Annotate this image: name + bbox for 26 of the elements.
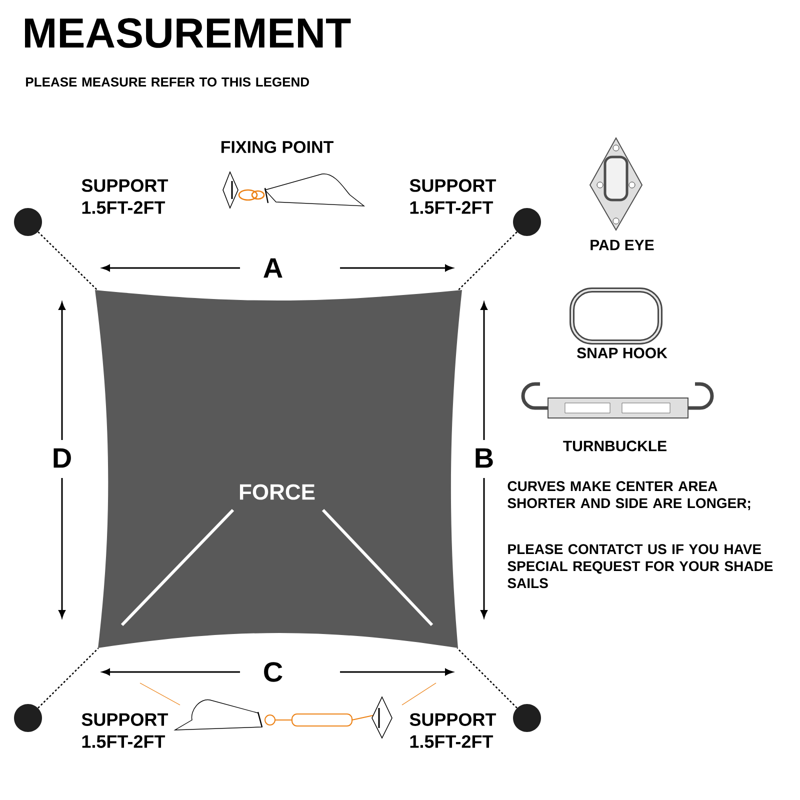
dotted-line — [456, 648, 518, 708]
dotted-line — [38, 231, 98, 290]
node-label: SNAP HOOK — [577, 348, 668, 358]
title: MEASUREMENT — [25, 18, 351, 48]
fixing-point-figure: FIXING POINT — [221, 140, 364, 210]
shade-sail: FORCE — [95, 290, 462, 648]
post-circle — [513, 704, 541, 732]
dotted-line — [38, 648, 99, 708]
node-label: PAD EYE — [590, 240, 654, 250]
dotted-line — [458, 232, 518, 290]
dimension-letter: A — [264, 258, 282, 278]
support-label: SUPPORT 1.5FT-2FT — [82, 179, 168, 214]
support-label: SUPPORT 1.5FT-2FT — [410, 713, 496, 748]
hardware-figure: SNAP HOOK — [570, 288, 668, 358]
support-label: SUPPORT 1.5FT-2FT — [82, 713, 168, 748]
note-text: CURVES MAKE CENTER AREA SHORTER AND SIDE ARE LONGER; — [508, 481, 750, 510]
post-circle — [14, 704, 42, 732]
support-label: SUPPORT 1.5FT-2FT — [410, 179, 496, 214]
dimension-letter: B — [476, 448, 493, 468]
node-label: TURNBUCKLE — [563, 440, 666, 452]
post-circle — [14, 208, 42, 236]
hardware-figure: TURNBUCKLE — [521, 382, 714, 452]
note-text: PLEASE CONTATCT US IF YOU HAVE SPECIAL REQUEST FOR YOUR SHADE SAILS — [508, 544, 773, 588]
post-circle — [513, 208, 541, 236]
subtitle: PLEASE MEASURE REFER TO THIS LEGEND — [26, 77, 309, 87]
node-label: FIXING POINT — [221, 140, 334, 154]
